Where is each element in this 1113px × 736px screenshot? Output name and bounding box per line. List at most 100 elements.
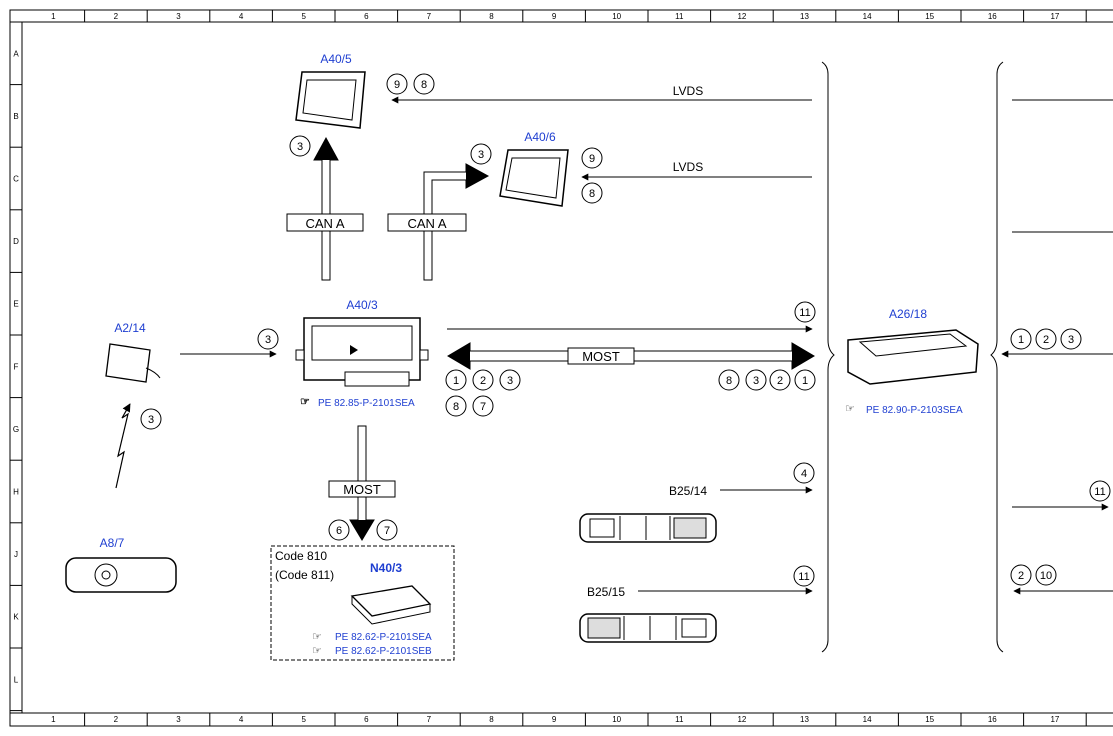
svg-text:3: 3 [1068, 334, 1074, 346]
connection-number-most-right-3: 3 [745, 369, 767, 391]
connection-number-most-right-2: 2 [769, 369, 791, 391]
label-a26-18: A26/18 [889, 307, 927, 321]
grid-col-label: 8 [489, 12, 494, 21]
connection-number-right-11: 11 [1089, 480, 1111, 502]
grid-row-label: H [13, 488, 19, 497]
svg-text:3: 3 [297, 141, 303, 153]
svg-text:2: 2 [777, 375, 783, 387]
connection-number-most-left-7: 7 [472, 395, 494, 417]
most-vertical-arrow [328, 425, 396, 541]
connection-number-right-3: 3 [1060, 328, 1082, 350]
connection-number-right-1: 1 [1010, 328, 1032, 350]
grid-col-label: 15 [925, 715, 934, 724]
reference-hand-icon: ☞ [312, 631, 322, 643]
amplifier-n40-3[interactable] [350, 585, 432, 625]
connection-number-b25-14-4: 4 [793, 462, 815, 484]
svg-text:9: 9 [589, 153, 595, 165]
svg-text:3: 3 [148, 414, 154, 426]
grid-col-label: 2 [114, 715, 119, 724]
connection-number-right-2: 2 [1035, 328, 1057, 350]
code-box-line2: (Code 811) [275, 568, 334, 582]
svg-text:8: 8 [421, 79, 427, 91]
lvds-top-label: LVDS [673, 84, 703, 98]
connection-number-most-left-8: 8 [445, 395, 467, 417]
grid-col-label: 15 [925, 12, 934, 21]
can-a-right-arrow [387, 163, 490, 281]
connection-number-a2-14-out: 3 [257, 328, 279, 350]
svg-text:2: 2 [1018, 570, 1024, 582]
grid-row-label: A [13, 49, 19, 58]
display-a40-5[interactable] [295, 71, 366, 129]
connection-number-a40-6-top: 9 [581, 147, 603, 169]
module-a2-14[interactable] [105, 343, 161, 383]
connection-number-right-10: 10 [1035, 564, 1057, 586]
grid-row-label: E [13, 300, 18, 309]
switch-b25-14[interactable] [579, 513, 717, 543]
grid-col-label: 3 [176, 715, 181, 724]
grid-col-label: 13 [800, 12, 809, 21]
grid-col-label: 7 [427, 715, 432, 724]
bracket-right [990, 61, 1004, 653]
svg-text:8: 8 [589, 188, 595, 200]
grid-col-label: 4 [239, 715, 244, 724]
ref-n40-3-a: PE 82.62-P-2101SEA [335, 632, 432, 643]
connection-number-a40-5-right: 8 [413, 73, 435, 95]
grid-row-label: L [14, 675, 19, 684]
grid-col-label: 16 [988, 12, 997, 21]
connection-number-most-right-1: 1 [794, 369, 816, 391]
unit-a26-18[interactable] [847, 329, 979, 385]
reference-hand-icon: ☞ [300, 396, 310, 408]
grid-row-label: C [13, 175, 19, 184]
grid-col-label: 4 [239, 12, 244, 21]
svg-text:3: 3 [753, 375, 759, 387]
display-a40-6[interactable] [499, 149, 569, 207]
connection-number-most-left-1: 1 [445, 369, 467, 391]
grid-col-label: 1 [51, 715, 56, 724]
lvds-mid-label: LVDS [673, 160, 703, 174]
grid-row-label: G [13, 425, 19, 434]
connection-number-e-arrow-11: 11 [794, 301, 816, 323]
connection-number-right-2b: 2 [1010, 564, 1032, 586]
svg-text:7: 7 [384, 525, 390, 537]
grid-col-label: 7 [427, 12, 432, 21]
svg-text:7: 7 [480, 401, 486, 413]
svg-text:11: 11 [799, 307, 810, 319]
bracket-left [821, 61, 835, 653]
connection-number-n40-3-6: 6 [328, 519, 350, 541]
connection-number-b25-15-11: 11 [793, 565, 815, 587]
reference-hand-icon: ☞ [312, 645, 322, 657]
remote-a8-7[interactable] [65, 557, 177, 593]
code-box [270, 545, 455, 661]
label-n40-3: N40/3 [370, 561, 402, 575]
label-a40-3: A40/3 [346, 298, 378, 312]
grid-col-label: 16 [988, 715, 997, 724]
can-a-left-label: CAN A [305, 216, 344, 231]
svg-text:11: 11 [1094, 486, 1105, 498]
connection-number-a40-6-bottom: 8 [581, 182, 603, 204]
svg-text:6: 6 [336, 525, 342, 537]
grid-col-label: 9 [552, 715, 557, 724]
grid-col-label: 17 [1050, 12, 1059, 21]
code-box-line1: Code 810 [275, 549, 327, 563]
svg-text:4: 4 [801, 468, 807, 480]
ref-a26-18: PE 82.90-P-2103SEA [866, 405, 963, 416]
grid-row-label: B [13, 112, 18, 121]
reference-hand-icon: ☞ [845, 403, 855, 415]
grid-row-label: D [13, 237, 19, 246]
grid-col-label: 10 [612, 12, 621, 21]
svg-text:3: 3 [478, 149, 484, 161]
grid-row-label: J [14, 550, 18, 559]
label-a40-6: A40/6 [524, 130, 556, 144]
grid-col-label: 2 [114, 12, 119, 21]
label-a2-14: A2/14 [114, 321, 146, 335]
svg-text:9: 9 [394, 79, 400, 91]
connection-number-a40-5-up: 3 [289, 135, 311, 157]
svg-text:11: 11 [798, 571, 809, 583]
grid-col-label: 12 [737, 715, 746, 724]
switch-b25-15[interactable] [579, 613, 717, 643]
grid-col-label: 6 [364, 12, 369, 21]
head-unit-a40-3[interactable] [295, 317, 429, 387]
grid-col-label: 5 [301, 715, 306, 724]
grid-row-label: F [14, 362, 19, 371]
